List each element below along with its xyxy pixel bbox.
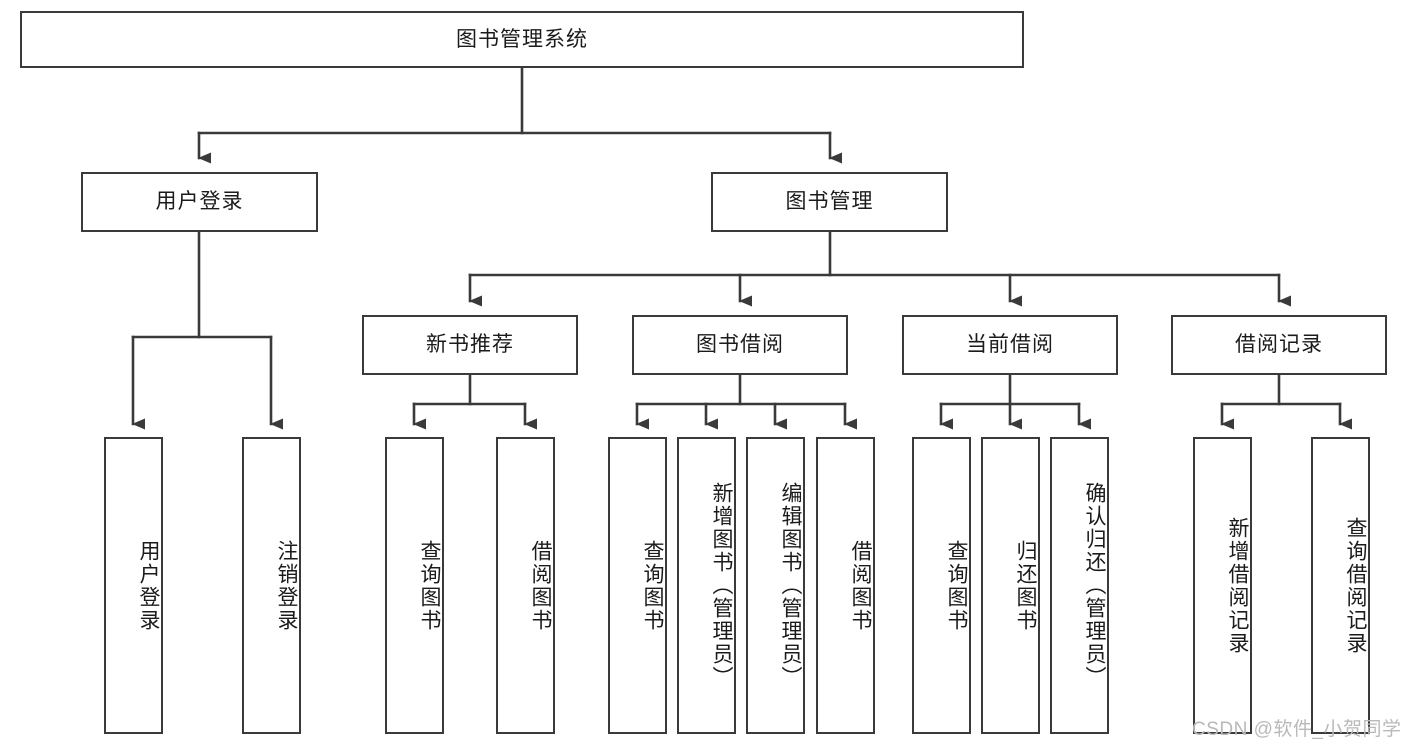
node-leaf-edit-book-admin[interactable]: 编辑图书（管理员）: [746, 437, 805, 734]
node-label: 查询图书: [945, 539, 968, 632]
node-leaf-confirm-return-admin[interactable]: 确认归还（管理员）: [1050, 437, 1109, 734]
node-leaf-query-book[interactable]: 查询图书: [608, 437, 667, 734]
node-book-borrow[interactable]: 图书借阅: [632, 315, 848, 375]
node-label: 查询图书: [418, 539, 441, 632]
node-leaf-query-book-recommend[interactable]: 查询图书: [385, 437, 444, 734]
node-leaf-add-borrow-record[interactable]: 新增借阅记录: [1193, 437, 1252, 734]
node-label: 图书管理系统: [456, 27, 588, 51]
node-borrow-record[interactable]: 借阅记录: [1171, 315, 1387, 375]
node-label: 查询图书: [641, 539, 664, 632]
node-label: 当前借阅: [966, 333, 1054, 357]
node-book-management[interactable]: 图书管理: [711, 172, 948, 232]
node-new-book-recommend[interactable]: 新书推荐: [362, 315, 578, 375]
node-user-login[interactable]: 用户登录: [81, 172, 318, 232]
node-leaf-borrow-book-recommend[interactable]: 借阅图书: [496, 437, 555, 734]
node-current-borrow[interactable]: 当前借阅: [902, 315, 1118, 375]
node-label: 图书借阅: [696, 333, 784, 357]
node-label: 新书推荐: [426, 333, 514, 357]
node-label: 借阅记录: [1235, 333, 1323, 357]
node-label: 确认归还（管理员）: [1083, 482, 1106, 689]
node-label: 图书管理: [785, 190, 874, 214]
node-root-system[interactable]: 图书管理系统: [20, 11, 1024, 68]
watermark-text: CSDN @软件_小贺同学: [1192, 719, 1402, 740]
node-label: 归还图书: [1014, 539, 1037, 632]
node-label: 新增图书（管理员）: [710, 482, 733, 689]
node-label: 用户登录: [155, 190, 244, 214]
node-leaf-add-book-admin[interactable]: 新增图书（管理员）: [677, 437, 736, 734]
node-label: 借阅图书: [529, 539, 552, 632]
node-label: 用户登录: [137, 539, 160, 632]
node-label: 查询借阅记录: [1344, 516, 1367, 655]
node-leaf-borrow-book[interactable]: 借阅图书: [816, 437, 875, 734]
node-label: 新增借阅记录: [1226, 516, 1249, 655]
node-leaf-logout[interactable]: 注销登录: [242, 437, 301, 734]
node-label: 借阅图书: [849, 539, 872, 632]
node-leaf-return-book[interactable]: 归还图书: [981, 437, 1040, 734]
node-leaf-user-login[interactable]: 用户登录: [104, 437, 163, 734]
node-leaf-query-book-current[interactable]: 查询图书: [912, 437, 971, 734]
node-label: 注销登录: [275, 539, 298, 632]
node-leaf-query-borrow-record[interactable]: 查询借阅记录: [1311, 437, 1370, 734]
node-label: 编辑图书（管理员）: [779, 482, 802, 689]
